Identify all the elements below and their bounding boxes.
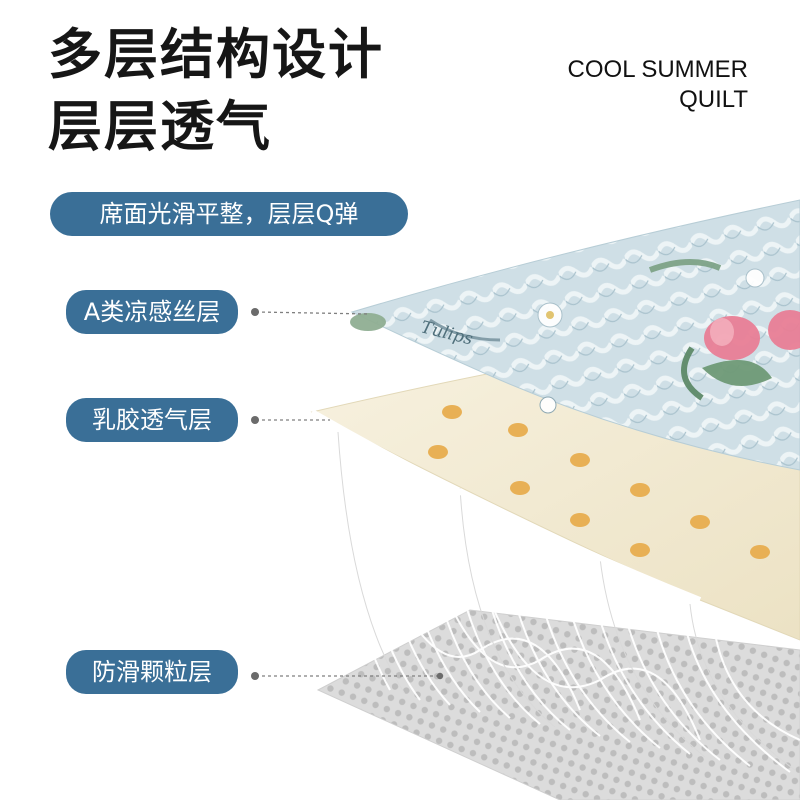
- floral-print: [350, 258, 800, 414]
- latex-holes: [428, 405, 770, 559]
- layer-label-latex: 乳胶透气层: [66, 398, 238, 442]
- fiber-strands-shadow: [337, 431, 796, 771]
- highlight-badge: 席面光滑平整，层层Q弹: [50, 192, 408, 236]
- english-subtitle-line-2: QUILT: [679, 86, 748, 113]
- fiber-strands: [329, 429, 800, 773]
- page-title-line-2: 层层透气: [48, 95, 272, 158]
- anti-slip-mesh-layer: [316, 609, 800, 800]
- leader-dots: [251, 308, 444, 680]
- leader-lines: [255, 311, 440, 677]
- english-subtitle-line-1: COOL SUMMER: [567, 56, 748, 83]
- layer-label-cooling-silk: A类凉感丝层: [66, 290, 238, 334]
- page-title-line-1: 多层结构设计: [48, 23, 384, 86]
- layer-label-anti-slip: 防滑颗粒层: [66, 650, 238, 694]
- cooling-silk-layer: [350, 199, 800, 471]
